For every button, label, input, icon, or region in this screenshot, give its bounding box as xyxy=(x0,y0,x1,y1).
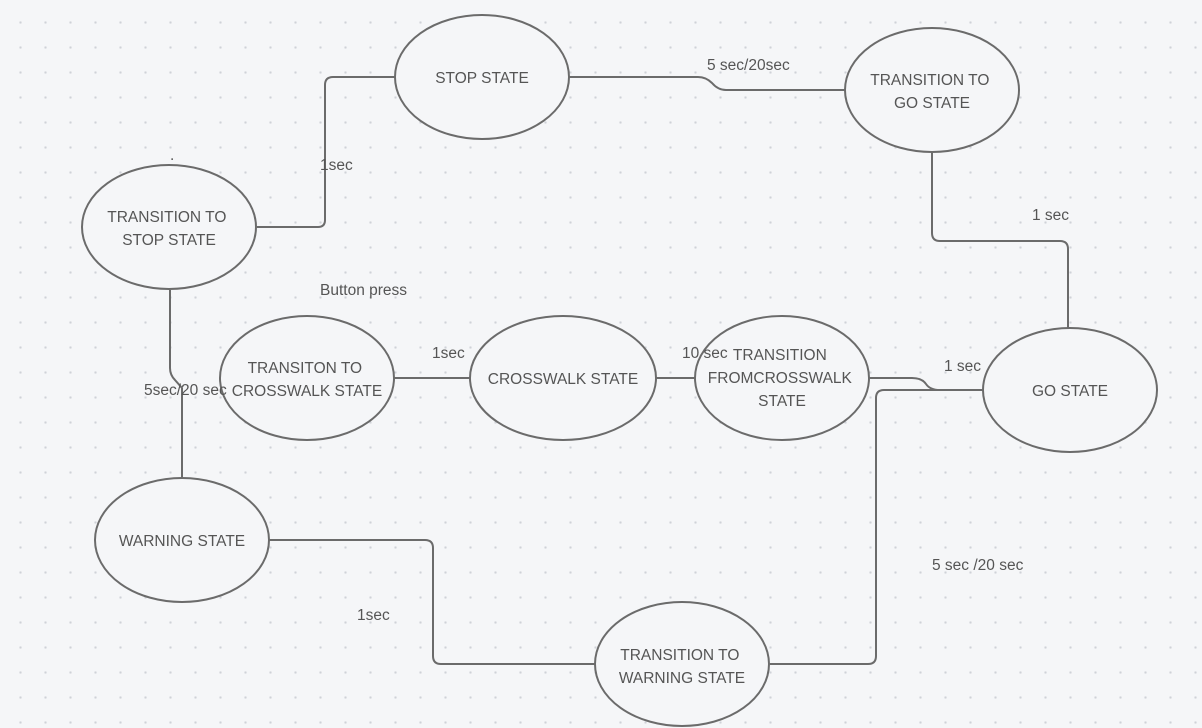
label-transition-go-to-go: 1 sec xyxy=(1032,207,1069,224)
node-transition-to-crosswalk[interactable]: TRANSITON TO CROSSWALK STATE xyxy=(219,315,395,441)
label-crosswalk-to-transition-from: 10 sec xyxy=(682,345,728,362)
label-transition-stop-to-stop: 1sec xyxy=(320,157,353,174)
svg-text:WARNING STATE: WARNING STATE xyxy=(119,533,245,550)
label-stop-to-transition-go: 5 sec/20sec xyxy=(707,57,790,74)
label-transition-crosswalk-to-crosswalk: 1sec xyxy=(432,345,465,362)
label-warning-to-transition-stop: 5sec/20 sec xyxy=(144,382,227,399)
connector-transition-go-to-go xyxy=(931,152,1069,330)
node-stop-state[interactable]: STOP STATE xyxy=(394,14,570,140)
svg-text:TRANSITION TO GO STATE: TRANSITION TO GO STATE xyxy=(870,72,993,112)
node-warning-state[interactable]: WARNING STATE xyxy=(94,477,270,603)
label-transition-from-to-go: 1 sec xyxy=(944,358,981,375)
node-transition-to-stop[interactable]: TRANSITION TO STOP STATE xyxy=(81,164,257,290)
connector-transition-stop-to-warning xyxy=(169,290,183,478)
svg-text:TRANSITION TO STOP STATE: TRANSITION TO STOP STATE xyxy=(107,209,230,249)
label-button-press: Button press xyxy=(320,282,407,299)
node-go-state[interactable]: GO STATE xyxy=(982,327,1158,453)
connectors xyxy=(169,76,1069,665)
connector-go-to-transition-warning xyxy=(770,389,983,665)
svg-text:TRANSITION TO WARNING ST: TRANSITION TO WARNING STATE xyxy=(619,647,745,687)
node-transition-to-go[interactable]: TRANSITION TO GO STATE xyxy=(844,27,1020,153)
svg-text:TRANSITON TO CROSSWALK S: TRANSITON TO CROSSWALK STATE xyxy=(232,360,382,400)
svg-text:GO STATE: GO STATE xyxy=(1032,383,1108,400)
connector-transition-stop-to-stop xyxy=(257,76,395,228)
label-transition-warning-to-warning: 1sec xyxy=(357,607,390,624)
svg-text:TRANSITION FROMCROSSWALK: TRANSITION FROMCROSSWALK STATE xyxy=(708,347,856,410)
svg-text:STOP STATE: STOP STATE xyxy=(435,70,529,87)
connector-stop-to-transition-go xyxy=(568,76,845,91)
svg-text:CROSSWALK STATE: CROSSWALK STATE xyxy=(488,371,638,388)
node-crosswalk-state[interactable]: CROSSWALK STATE xyxy=(469,315,657,441)
stray-mark: . xyxy=(170,147,174,164)
label-go-to-transition-warning: 5 sec /20 sec xyxy=(932,557,1024,574)
connector-warning-to-transition-warning xyxy=(269,539,596,665)
connector-transition-from-to-go xyxy=(868,377,983,391)
node-transition-to-warning[interactable]: TRANSITION TO WARNING STATE xyxy=(594,601,770,727)
edge-labels: 5 sec/20sec 1sec 1 sec Button press 1sec… xyxy=(144,57,1069,624)
node-transition-from-crosswalk[interactable]: TRANSITION FROMCROSSWALK STATE xyxy=(694,315,870,441)
